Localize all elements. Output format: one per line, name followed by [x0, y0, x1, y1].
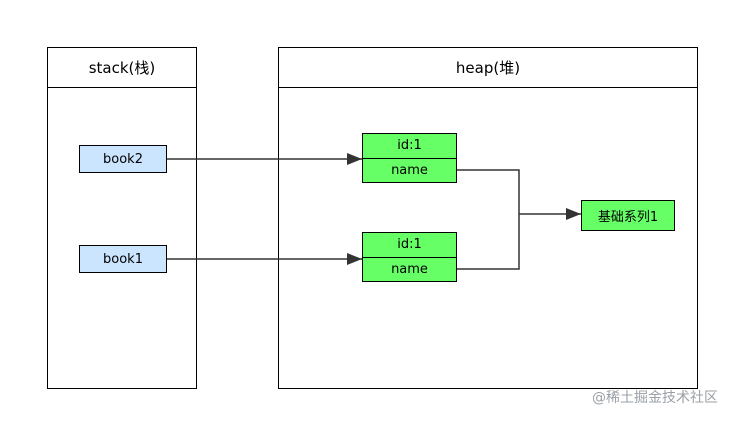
line-name-2-to-value — [456, 214, 520, 270]
line-name-1-to-value — [456, 169, 520, 214]
object-1-name-field: name — [363, 157, 456, 183]
heap-object-1: id:1 name — [362, 133, 457, 183]
heap-title: heap(堆) — [279, 48, 697, 88]
stack-panel: stack(栈) — [47, 47, 197, 389]
shared-value-box: 基础系列1 — [581, 200, 675, 231]
object-2-id-field: id:1 — [397, 237, 422, 253]
object-1-id-field: id:1 — [397, 138, 422, 154]
ref-book1: book1 — [79, 245, 167, 273]
stack-title: stack(栈) — [48, 48, 196, 88]
watermark: @稀土掘金技术社区 — [592, 390, 718, 406]
ref-book2: book2 — [79, 145, 167, 173]
object-2-name-field: name — [363, 256, 456, 282]
ref-book1-label: book1 — [103, 251, 143, 267]
ref-book2-label: book2 — [103, 151, 143, 167]
shared-value-label: 基础系列1 — [597, 210, 659, 225]
heap-object-2: id:1 name — [362, 232, 457, 282]
